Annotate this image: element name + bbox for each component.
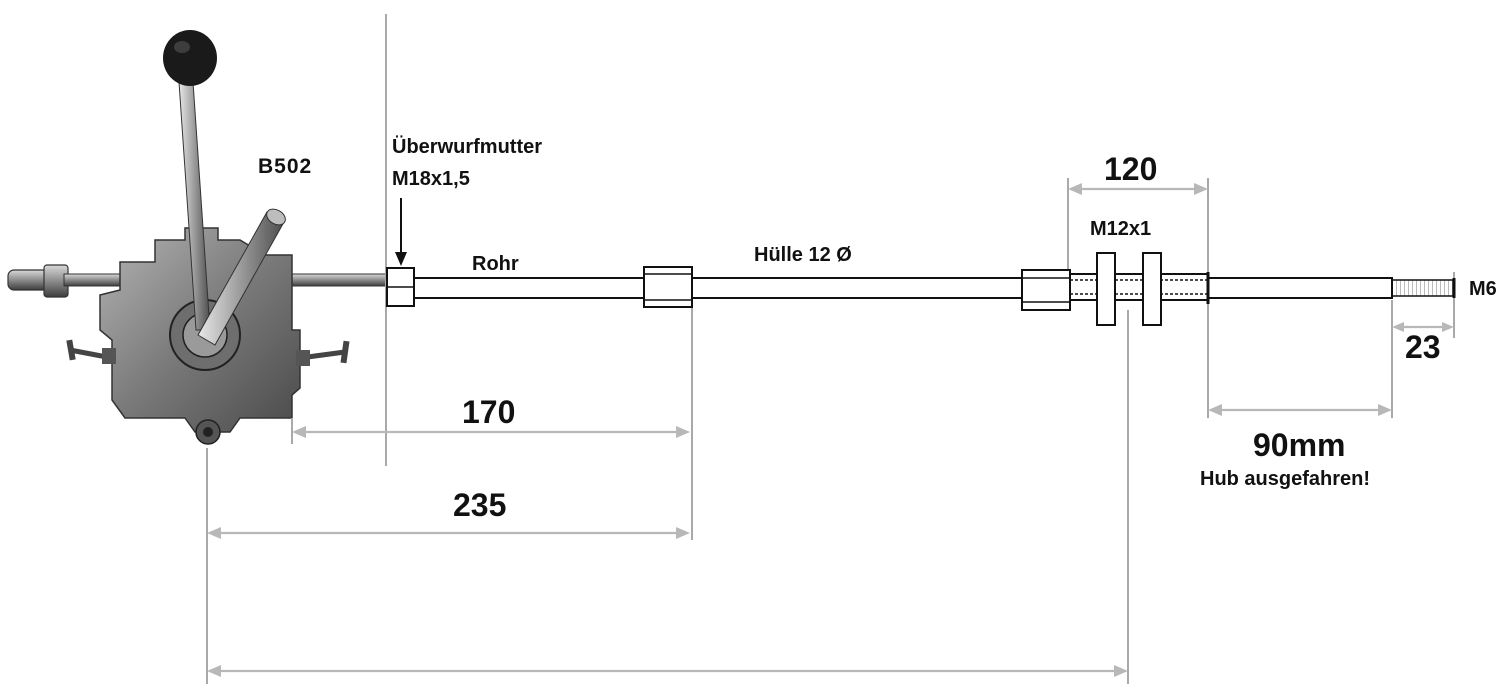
outer-sheath <box>691 277 1023 299</box>
dimension-total <box>207 665 1128 677</box>
inner-cable-rod <box>1207 277 1393 299</box>
mount-nut-right <box>1142 252 1162 326</box>
lever-knob <box>163 30 217 86</box>
valve-output-shaft <box>289 273 387 287</box>
dimension-120-label: 120 <box>1104 151 1157 187</box>
sleeve-label: Hülle 12 Ø <box>754 244 852 266</box>
dimension-23-label: 23 <box>1405 329 1441 365</box>
threaded-mount-section <box>1069 273 1209 301</box>
dimension-170 <box>292 426 690 438</box>
mount-nut-left <box>1096 252 1116 326</box>
cable-assembly <box>386 252 1456 326</box>
dimension-170-label: 170 <box>462 394 515 430</box>
control-valve: B502 <box>7 30 387 445</box>
m6-label: M6 <box>1469 278 1497 300</box>
dimension-235-label: 235 <box>453 487 506 523</box>
sheath-end-fitting <box>1021 269 1071 311</box>
dimension-23 <box>1392 322 1454 332</box>
dimension-90-label: 90mm <box>1253 427 1346 463</box>
dimension-235 <box>207 527 690 539</box>
m6-threaded-end <box>1391 279 1455 297</box>
tube-label: Rohr <box>472 253 519 275</box>
dimension-120 <box>1068 183 1208 195</box>
valve-model-label: B502 <box>258 155 312 178</box>
union-nut-size-label: M18x1,5 <box>392 168 470 190</box>
stroke-note-label: Hub ausgefahren! <box>1200 468 1370 490</box>
sleeve-coupling <box>643 266 693 308</box>
tube <box>413 277 645 299</box>
union-nut-arrow <box>395 198 407 266</box>
union-nut-label: Überwurfmutter <box>392 135 542 158</box>
dimension-90 <box>1208 404 1392 416</box>
thread-mount-label: M12x1 <box>1090 218 1151 240</box>
mounting-screws <box>66 339 350 366</box>
